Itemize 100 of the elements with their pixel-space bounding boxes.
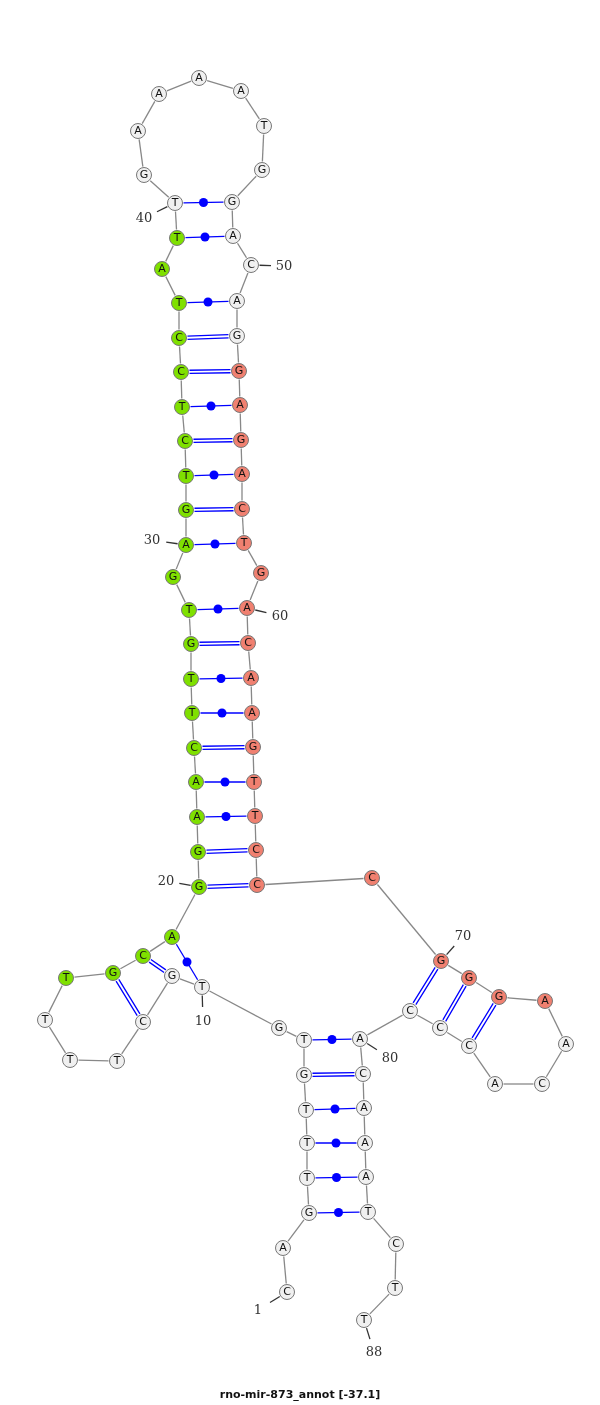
nucleotide-circle: A [188, 774, 204, 790]
position-number: 30 [143, 533, 161, 547]
backbone-line [305, 1117, 308, 1136]
backbone-line [175, 893, 196, 931]
backbone-line [237, 175, 257, 197]
backbone-line [306, 1150, 308, 1171]
backbone-line [363, 1115, 366, 1136]
nucleotide-circle: T [246, 774, 262, 790]
nucleotide-circle: T [299, 1135, 315, 1151]
nucleotide-circle: C [240, 635, 256, 651]
nucleotide-circle: G [491, 989, 507, 1005]
backbone-line [303, 1047, 305, 1068]
backbone-line [369, 1293, 390, 1315]
backbone-line [197, 859, 200, 880]
backbone-line [548, 1008, 563, 1037]
backbone-line [231, 209, 234, 229]
nucleotide-circle: T [37, 1012, 53, 1028]
nucleotide-circle: G [178, 502, 194, 518]
base-pair-line [313, 1104, 357, 1114]
nucleotide-circle: C [355, 1066, 371, 1082]
nucleotide-circle: A [239, 600, 255, 616]
backbone-line [364, 1150, 367, 1170]
nucleotide-circle: G [231, 363, 247, 379]
nucleotide-circle: A [357, 1135, 373, 1151]
backbone-line [446, 1031, 463, 1043]
backbone-line [188, 617, 192, 637]
base-pair-line [204, 812, 248, 821]
nucleotide-circle: A [558, 1036, 574, 1052]
base-pair-line [311, 1071, 356, 1078]
backbone-line [184, 448, 187, 469]
backbone-line [249, 580, 259, 601]
nucleotide-circle: T [298, 1102, 314, 1118]
nucleotide-circle: A [487, 1076, 503, 1092]
base-pair-line [175, 943, 199, 981]
nucleotide-circle: C [186, 740, 202, 756]
nucleotide-circle: T [387, 1280, 403, 1296]
base-pair-line [184, 232, 226, 242]
backbone-line [138, 138, 144, 168]
backbone-line [73, 973, 106, 978]
backbone-line [176, 584, 186, 603]
leader-line [445, 945, 455, 956]
nucleotide-circle: G [164, 968, 180, 984]
backbone-line [240, 447, 243, 467]
backbone-line [253, 789, 256, 809]
nucleotide-circle: C [402, 1003, 418, 1019]
nucleotide-circle: G [224, 194, 240, 210]
nucleotide-circle: T [183, 671, 199, 687]
backbone-line [251, 720, 254, 740]
nucleotide-circle: G [254, 162, 270, 178]
nucleotide-circle: A [234, 466, 250, 482]
backbone-line [141, 100, 156, 125]
nucleotide-circle: G [165, 569, 181, 585]
base-pair-line [314, 1138, 358, 1148]
backbone-line [193, 755, 197, 775]
backbone-line [360, 1046, 363, 1067]
position-number: 10 [194, 1014, 212, 1028]
leader-line [365, 1327, 371, 1340]
nucleotide-circle: T [360, 1204, 376, 1220]
backbone-line [306, 1185, 310, 1206]
nucleotide-circle: C [248, 842, 264, 858]
nucleotide-circle: T [256, 118, 272, 134]
nucleotide-circle: G [433, 953, 449, 969]
backbone-line [473, 1052, 491, 1078]
base-pair-line [199, 708, 245, 718]
backbone-line [206, 79, 234, 90]
backbone-line [196, 824, 199, 845]
nucleotide-circle: C [135, 948, 151, 964]
backbone-line [241, 481, 243, 502]
backbone-line [394, 1251, 397, 1281]
backbone-line [241, 516, 245, 536]
nucleotide-circle: C [173, 364, 189, 380]
nucleotide-circle: G [233, 432, 249, 448]
nucleotide-circle: G [191, 879, 207, 895]
backbone-line [190, 651, 192, 672]
base-pair-line [186, 334, 230, 340]
base-pair-line [412, 966, 439, 1006]
nucleotide-circle: G [461, 970, 477, 986]
leader-line [165, 541, 179, 545]
backbone-line [447, 964, 463, 975]
nucleotide-circle: T [62, 1052, 78, 1068]
nucleotide-circle: A [233, 83, 249, 99]
base-pair-line [198, 674, 244, 683]
backbone-line [236, 308, 238, 329]
nucleotide-circle: A [358, 1169, 374, 1185]
backbone-line [239, 412, 242, 433]
backbone-line [121, 1028, 139, 1055]
position-number: 60 [271, 609, 289, 623]
nucleotide-circle: T [247, 808, 263, 824]
backbone-line [502, 1083, 535, 1085]
base-pair-line [316, 1208, 361, 1217]
base-pair-line [189, 401, 233, 411]
nucleotide-circle: G [105, 965, 121, 981]
nucleotide-circle: A [537, 993, 553, 1009]
backbone-line [191, 720, 195, 741]
base-pair-line [196, 604, 240, 614]
backbone-line [376, 883, 437, 956]
nucleotide-circle: C [243, 257, 259, 273]
base-pair-line [201, 744, 246, 751]
nucleotide-circle: A [154, 261, 170, 277]
nucleotide-circle: G [296, 1067, 312, 1083]
